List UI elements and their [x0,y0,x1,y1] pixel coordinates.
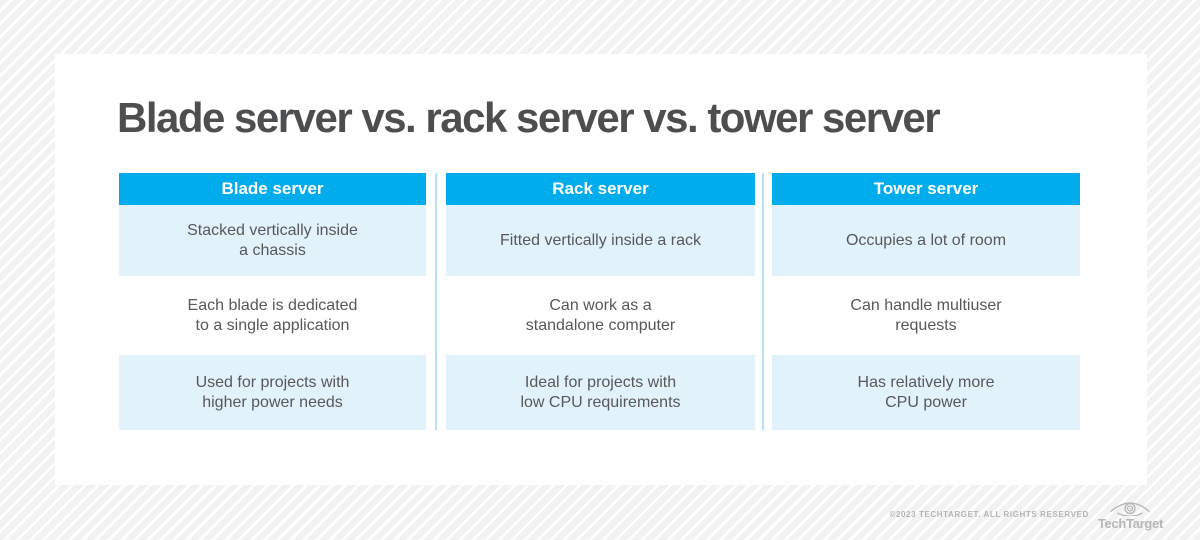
column-rack-server: Rack server Fitted vertically inside a r… [446,173,755,430]
table-cell: Fitted vertically inside a rack [446,205,755,276]
column-divider [762,173,764,430]
page-title: Blade server vs. rack server vs. tower s… [117,94,941,141]
table-cell: Has relatively more CPU power [772,355,1080,430]
table-cell: Ideal for projects with low CPU requirem… [446,355,755,430]
table-cell: Used for projects with higher power need… [119,355,426,430]
eye-target-icon [1110,502,1150,516]
column-header: Tower server [772,173,1080,205]
copyright-text: ©2023 TECHTARGET. ALL RIGHTS RESERVED [889,510,1089,519]
table-cell: Occupies a lot of room [772,205,1080,276]
column-blade-server: Blade server Stacked vertically inside a… [119,173,426,430]
comparison-table: Blade server Stacked vertically inside a… [119,173,1081,430]
techtarget-logo: TechTarget [1098,499,1163,530]
footer: ©2023 TECHTARGET. ALL RIGHTS RESERVED Te… [889,499,1163,530]
column-divider [435,173,437,430]
table-cell: Each blade is dedicated to a single appl… [119,276,426,355]
column-header: Blade server [119,173,426,205]
table-cell: Stacked vertically inside a chassis [119,205,426,276]
table-cell: Can handle multiuser requests [772,276,1080,355]
content-card: Blade server vs. rack server vs. tower s… [55,54,1147,485]
column-header: Rack server [446,173,755,205]
table-cell: Can work as a standalone computer [446,276,755,355]
brand-name: TechTarget [1097,516,1163,531]
column-tower-server: Tower server Occupies a lot of room Can … [772,173,1080,430]
